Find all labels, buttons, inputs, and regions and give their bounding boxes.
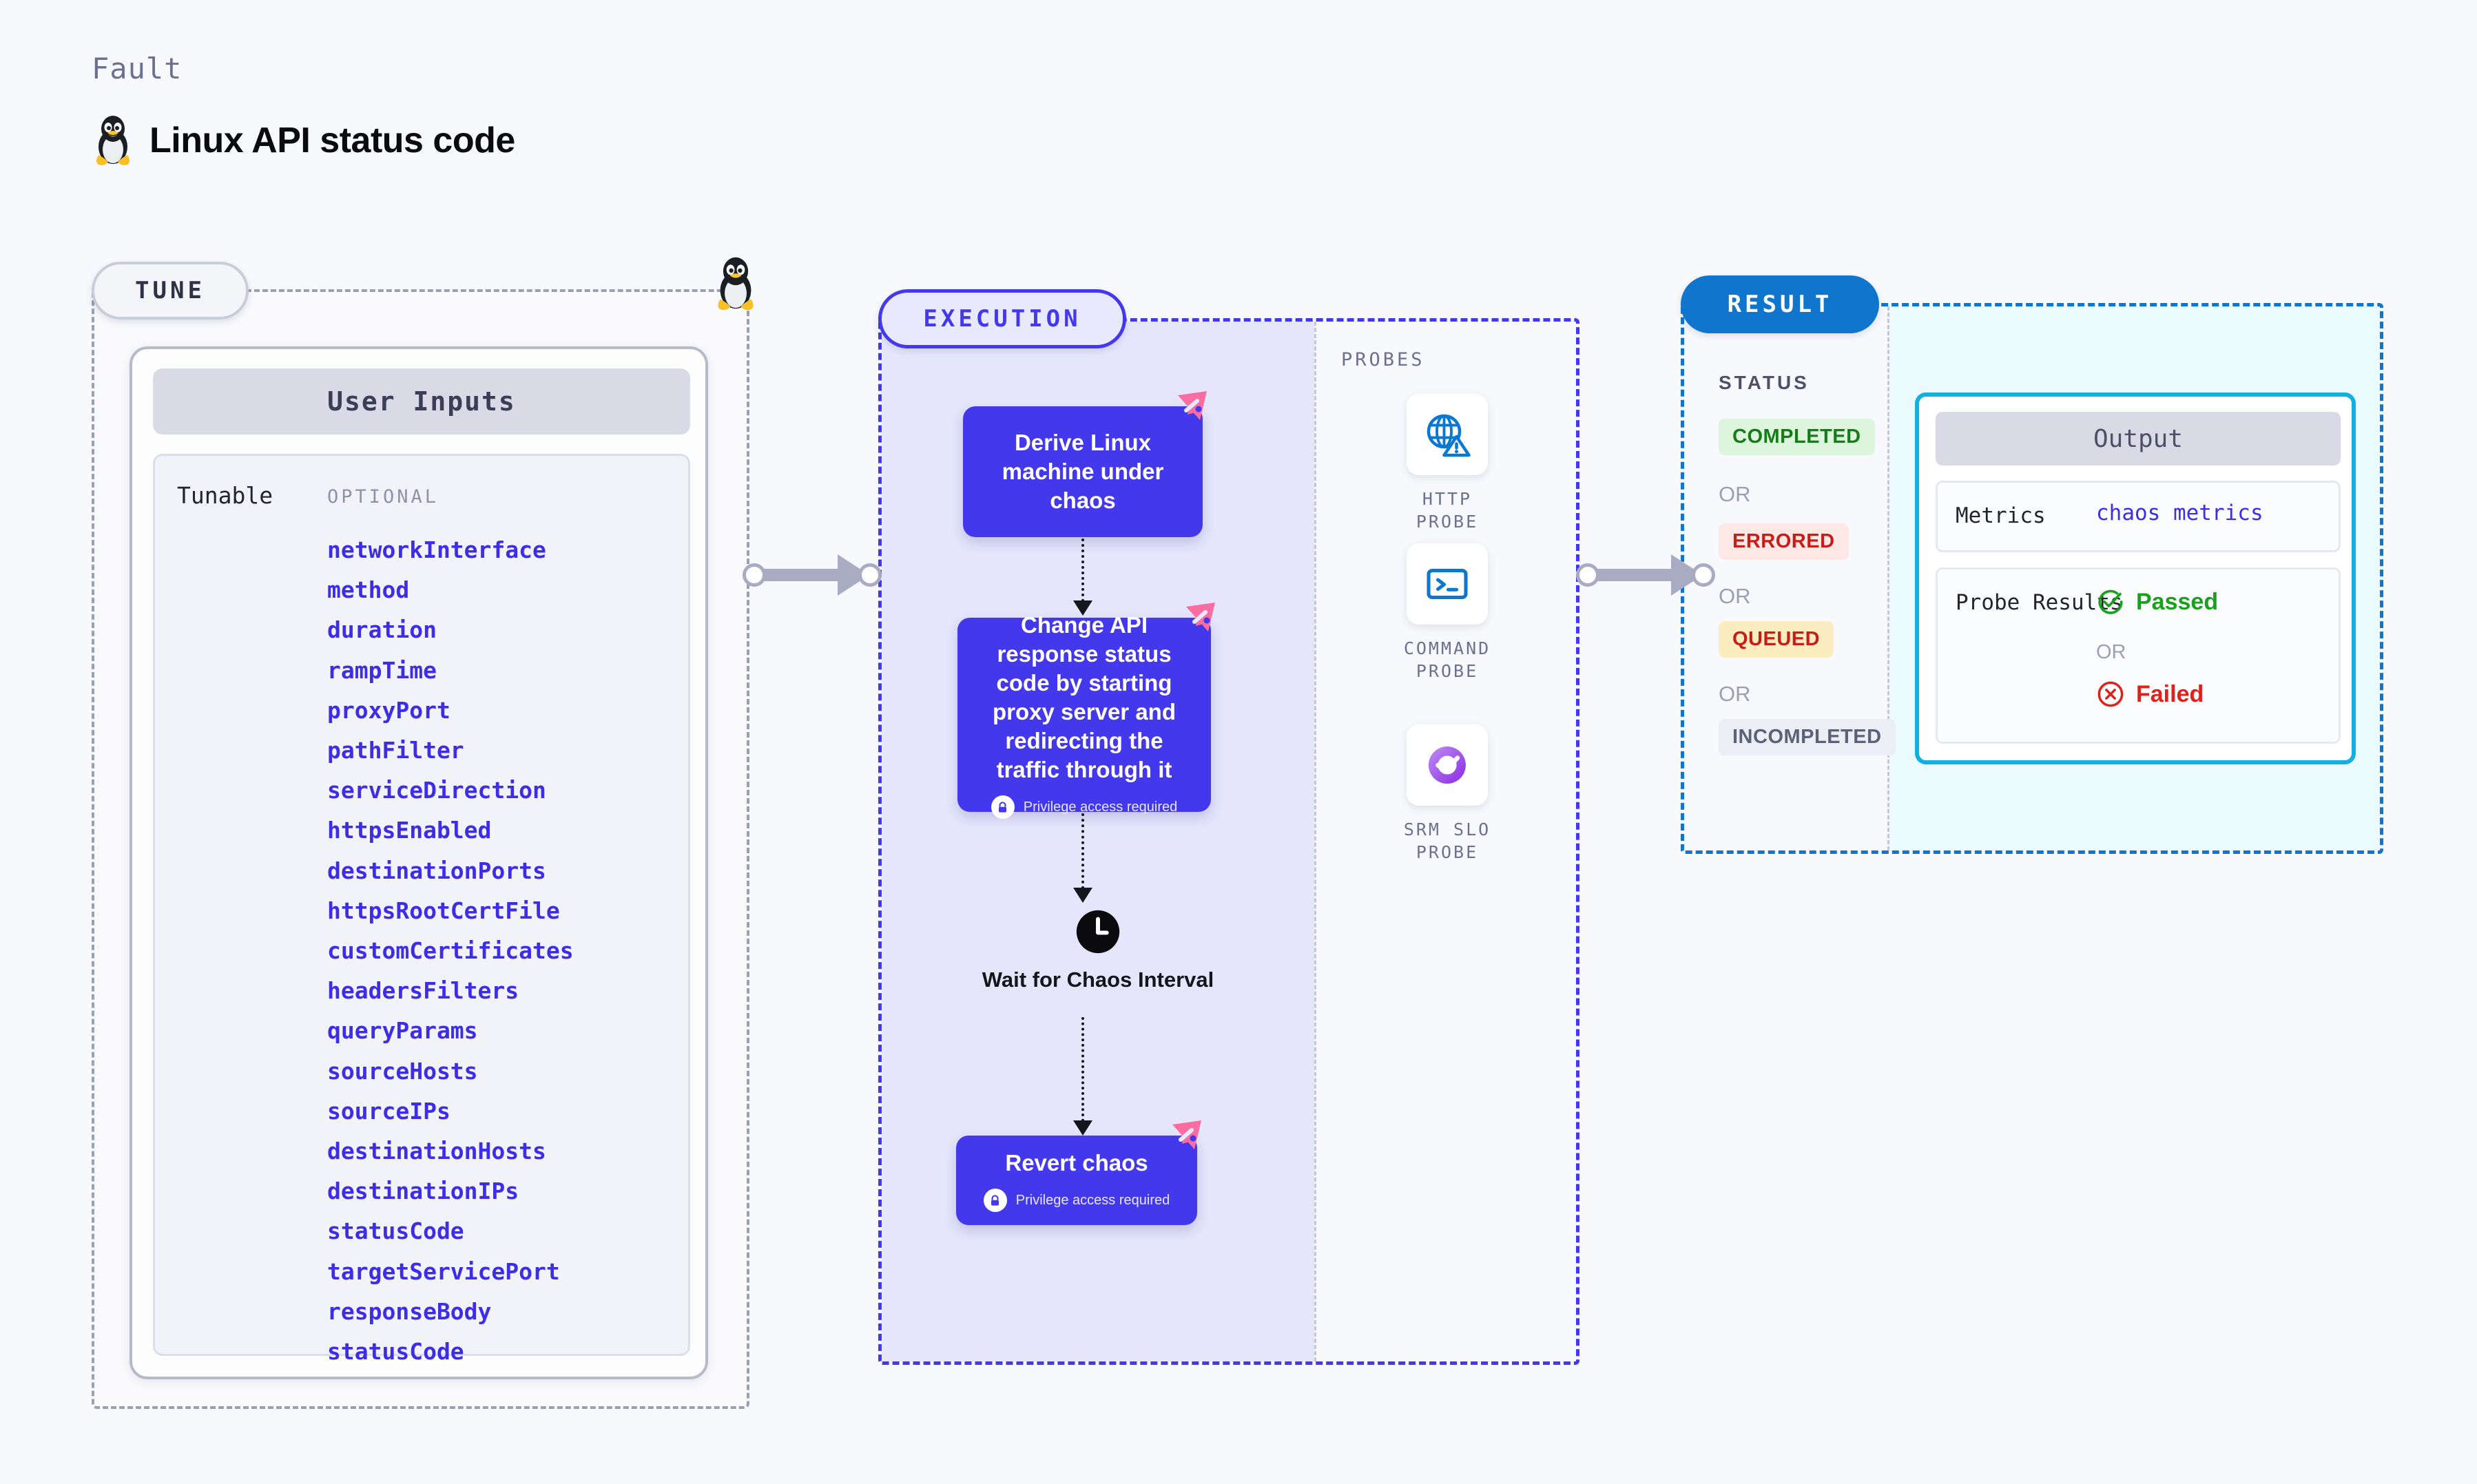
flow-arrow-1 xyxy=(1073,539,1092,616)
tunable-label: Tunable xyxy=(177,482,273,509)
linux-penguin-icon xyxy=(96,116,129,165)
linux-penguin-border-icon xyxy=(718,257,754,311)
tunable-param[interactable]: queryParams xyxy=(327,1017,478,1045)
tunable-param[interactable]: proxyPort xyxy=(327,696,450,724)
probe-result-failed: Failed xyxy=(2096,680,2204,709)
page-title: Linux API status code xyxy=(92,114,515,167)
flow-node-revert-chaos-text: Revert chaos xyxy=(1005,1150,1148,1175)
probe-command-label: COMMAND PROBE xyxy=(1403,638,1491,681)
probes-column: PROBES HTTP PROBE xyxy=(1316,322,1578,1361)
wait-for-chaos-interval: Wait for Chaos Interval xyxy=(882,908,1314,993)
tunable-param[interactable]: httpsRootCertFile xyxy=(327,897,560,924)
privilege-text: Privilege access required xyxy=(1015,1192,1170,1208)
status-badge-queued: QUEUED xyxy=(1719,621,1834,658)
tunable-param[interactable]: duration xyxy=(327,616,437,644)
result-pill: RESULT xyxy=(1681,275,1879,333)
litmus-ribbon-icon xyxy=(1178,391,1207,420)
user-inputs-header: User Inputs xyxy=(153,368,690,435)
privilege-badge: Privilege access required xyxy=(983,1189,1170,1212)
metrics-key: Metrics xyxy=(1956,503,2046,528)
probe-srm-slo[interactable]: SRM SLO PROBE xyxy=(1385,724,1509,864)
tunable-param[interactable]: destinationIPs xyxy=(327,1178,519,1205)
optional-label: OPTIONAL xyxy=(327,486,439,508)
status-badge-errored: ERRORED xyxy=(1719,523,1849,560)
user-inputs-card: User Inputs Tunable OPTIONAL networkInte… xyxy=(129,346,708,1379)
status-badge-incompleted: INCOMPLETED xyxy=(1719,719,1896,755)
tunable-param[interactable]: method xyxy=(327,576,410,604)
connector-tune-to-execution xyxy=(743,554,891,596)
tunable-param[interactable]: statusCode xyxy=(327,1217,464,1245)
execution-pill: EXECUTION xyxy=(878,289,1126,348)
tunable-param[interactable]: rampTime xyxy=(327,656,437,684)
result-column-divider xyxy=(1887,306,1889,850)
globe-warning-icon xyxy=(1407,394,1488,475)
tunable-param[interactable]: destinationHosts xyxy=(327,1138,546,1165)
tunable-param[interactable]: destinationPorts xyxy=(327,857,546,884)
connector-execution-to-result xyxy=(1576,554,1725,596)
tunable-param[interactable]: responseBody xyxy=(327,1297,492,1325)
litmus-ribbon-icon xyxy=(1172,1120,1201,1149)
page-title-text: Linux API status code xyxy=(149,121,515,160)
privilege-text: Privilege access required xyxy=(1023,799,1178,815)
execution-section-boundary xyxy=(878,318,1579,1365)
flow-node-derive-text: Derive Linux machine under chaos xyxy=(1002,430,1164,513)
output-card: Output Metrics chaos metrics Probe Resul… xyxy=(1915,393,2356,764)
flow-node-change-status-text: Change API response status code by start… xyxy=(993,612,1176,782)
lock-icon xyxy=(991,795,1015,819)
execution-flow: Derive Linux machine under chaos Change … xyxy=(882,322,1314,1361)
tunable-param[interactable]: statusCode xyxy=(327,1338,464,1366)
tunable-param[interactable]: customCertificates xyxy=(327,937,574,965)
tunable-param-list: networkInterface method duration rampTime pr… xyxy=(327,530,574,1372)
probes-title: PROBES xyxy=(1341,349,1425,370)
tunable-param[interactable]: httpsEnabled xyxy=(327,817,492,844)
wait-label: Wait for Chaos Interval xyxy=(982,968,1214,992)
tunable-param[interactable]: networkInterface xyxy=(327,536,546,563)
status-title: STATUS xyxy=(1719,372,1810,393)
failed-label: Failed xyxy=(2136,680,2204,707)
probe-results-key: Probe Results xyxy=(1956,590,2123,615)
probe-http-label: HTTP PROBE xyxy=(1416,489,1479,532)
probe-result-or: OR xyxy=(2096,641,2126,664)
flow-node-change-status[interactable]: Change API response status code by start… xyxy=(957,603,1215,819)
slo-donut-check-icon xyxy=(1407,724,1488,806)
output-header: Output xyxy=(1936,412,2341,466)
tunable-param[interactable]: sourceIPs xyxy=(327,1097,450,1125)
status-badge-completed: COMPLETED xyxy=(1719,419,1875,455)
terminal-icon xyxy=(1407,543,1488,625)
tune-pill: TUNE xyxy=(92,262,249,320)
fault-kicker: Fault xyxy=(92,52,183,85)
tunable-param[interactable]: sourceHosts xyxy=(327,1057,478,1085)
tunable-param[interactable]: pathFilter xyxy=(327,737,464,764)
chaos-metrics-link[interactable]: chaos metrics xyxy=(2096,501,2263,525)
execution-probes-divider xyxy=(1314,322,1316,1361)
tunable-params-box: Tunable OPTIONAL networkInterface method d… xyxy=(153,454,690,1365)
flow-arrow-2 xyxy=(1073,813,1092,903)
probe-command[interactable]: COMMAND PROBE xyxy=(1385,543,1509,682)
output-row-metrics: Metrics chaos metrics xyxy=(1936,481,2341,552)
flow-node-derive[interactable]: Derive Linux machine under chaos xyxy=(963,391,1207,537)
output-row-probe-results: Probe Results Passed OR Failed xyxy=(1936,567,2341,744)
flow-node-revert-chaos[interactable]: Revert chaos Privilege access required xyxy=(956,1120,1201,1225)
clock-icon xyxy=(1076,910,1120,954)
flow-arrow-3 xyxy=(1073,1017,1092,1136)
litmus-ribbon-icon xyxy=(1186,603,1215,631)
probe-srm-slo-label: SRM SLO PROBE xyxy=(1403,819,1491,862)
probe-or-label: OR xyxy=(2096,641,2126,663)
privilege-badge: Privilege access required xyxy=(991,795,1177,819)
lock-icon xyxy=(983,1189,1007,1212)
passed-label: Passed xyxy=(2136,588,2219,615)
status-or-3: OR xyxy=(1719,682,1751,706)
probe-http[interactable]: HTTP PROBE xyxy=(1385,394,1509,533)
check-circle-icon xyxy=(2098,589,2123,614)
status-or-1: OR xyxy=(1719,482,1751,506)
x-circle-icon xyxy=(2097,681,2124,707)
tunable-param[interactable]: headersFilters xyxy=(327,977,519,1005)
tunable-param[interactable]: targetServicePort xyxy=(327,1257,560,1285)
status-or-2: OR xyxy=(1719,584,1751,608)
tunable-param[interactable]: serviceDirection xyxy=(327,777,546,804)
probe-result-passed: Passed xyxy=(2096,587,2218,616)
result-status-column xyxy=(1684,306,1887,850)
